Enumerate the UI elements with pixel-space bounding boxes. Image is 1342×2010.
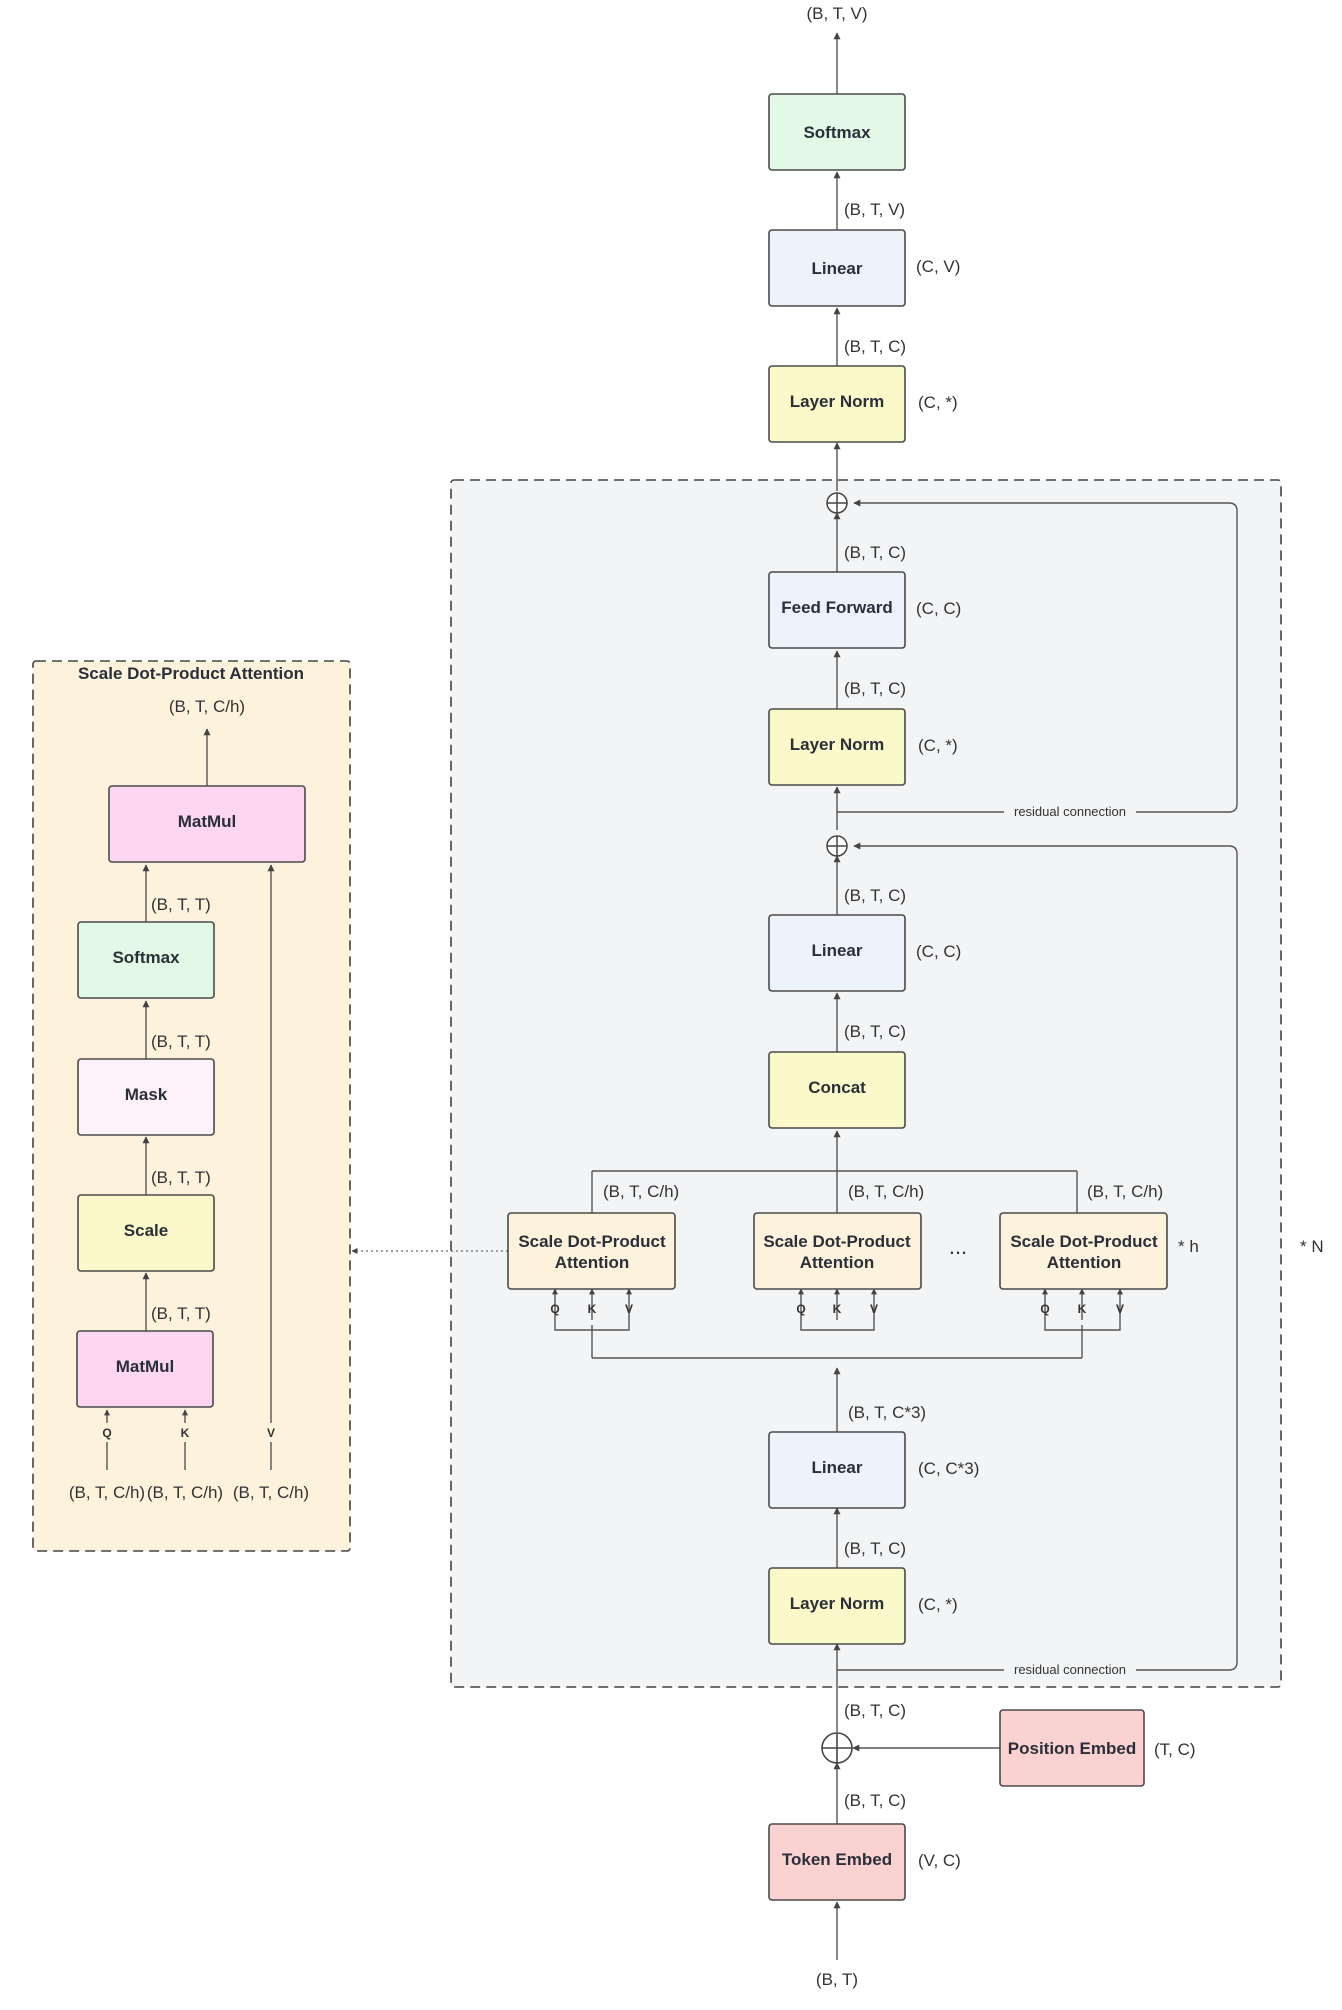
- layer-norm-1-label: Layer Norm: [790, 1594, 884, 1613]
- attention-output-dim: (B, T, C/h): [169, 697, 245, 716]
- feed-forward-param: (C, C): [916, 599, 961, 618]
- layer-norm-2-output-dim: (B, T, C): [844, 679, 906, 698]
- attention-input-v-dim: (B, T, C/h): [233, 1483, 309, 1502]
- attention-head-2-label-line1: Scale Dot-Product: [763, 1232, 911, 1251]
- attention-head-2-box: [753, 1212, 922, 1290]
- qkv-linear-box: [768, 1431, 906, 1509]
- token-embed-output-dim: (B, T, C): [844, 1791, 906, 1810]
- attention-panel-title: Scale Dot-Product Attention: [78, 664, 304, 683]
- layer-norm-1-output-dim: (B, T, C): [844, 1539, 906, 1558]
- head-1-port-q: Q: [550, 1302, 559, 1316]
- softmax-box: [768, 93, 906, 171]
- head-1-output-dim: (B, T, C/h): [603, 1182, 679, 1201]
- final-layer-norm-param: (C, *): [918, 393, 958, 412]
- residual-connection-label-1: residual connection: [1014, 1662, 1126, 1677]
- linear-output-param: (C, V): [916, 257, 960, 276]
- attention-port-v: V: [267, 1426, 275, 1440]
- attention-port-k: K: [181, 1426, 190, 1440]
- add-node-residual-2: [826, 492, 848, 514]
- projection-output-dim: (B, T, C): [844, 886, 906, 905]
- final-layer-norm-label: Layer Norm: [790, 392, 884, 411]
- sum-output-dim: (B, T, C): [844, 1701, 906, 1720]
- output-dim-label: (B, T, V): [806, 4, 867, 23]
- linear-output-label: Linear: [811, 259, 862, 278]
- position-embed-param: (T, C): [1154, 1740, 1196, 1759]
- feed-forward-output-dim: (B, T, C): [844, 543, 906, 562]
- attention-scale-box: [77, 1194, 215, 1272]
- attention-matmul-in-box: [76, 1330, 214, 1408]
- attention-softmax-output-dim: (B, T, T): [151, 895, 211, 914]
- attention-scale-output-dim: (B, T, T): [151, 1168, 211, 1187]
- layer-norm-1-box: [768, 1567, 906, 1645]
- add-node-residual-1: [826, 835, 848, 857]
- attention-matmul-out-box: [108, 785, 306, 863]
- heads-ellipsis: ...: [949, 1234, 967, 1259]
- qkv-param: (C, C*3): [918, 1459, 979, 1478]
- concat-box: [768, 1051, 906, 1129]
- position-embed-label: Position Embed: [1008, 1739, 1136, 1758]
- head-3-port-q: Q: [1040, 1302, 1049, 1316]
- projection-linear-box: [768, 914, 906, 992]
- linear-output-box: [768, 229, 906, 307]
- layer-norm-2-param: (C, *): [918, 736, 958, 755]
- token-embed-param: (V, C): [918, 1851, 961, 1870]
- qkv-linear-label: Linear: [811, 1458, 862, 1477]
- attention-head-2-label-line2: Attention: [800, 1253, 875, 1272]
- token-embed-box: [768, 1823, 906, 1901]
- softmax-label: Softmax: [803, 123, 871, 142]
- attention-head-3-box: [999, 1212, 1168, 1290]
- attention-head-3-label-line1: Scale Dot-Product: [1010, 1232, 1158, 1251]
- attention-head-1-box: [507, 1212, 676, 1290]
- concat-label: Concat: [808, 1078, 866, 1097]
- softmax-input-dim: (B, T, V): [844, 200, 905, 219]
- block-repeat-label: * N: [1300, 1237, 1324, 1256]
- attention-head-3-label-line2: Attention: [1047, 1253, 1122, 1272]
- layer-norm-2-label: Layer Norm: [790, 735, 884, 754]
- head-1-port-v: V: [625, 1302, 633, 1316]
- layer-norm-1-param: (C, *): [918, 1595, 958, 1614]
- attention-softmax-label: Softmax: [112, 948, 180, 967]
- token-embed-label: Token Embed: [782, 1850, 892, 1869]
- head-2-port-v: V: [870, 1302, 878, 1316]
- head-1-port-k: K: [588, 1302, 597, 1316]
- residual-connection-label-2: residual connection: [1014, 804, 1126, 819]
- head-3-port-v: V: [1116, 1302, 1124, 1316]
- qkv-output-dim: (B, T, C*3): [848, 1403, 926, 1422]
- attention-matmul-out-label: MatMul: [178, 812, 237, 831]
- head-3-port-k: K: [1078, 1302, 1087, 1316]
- input-dim-label: (B, T): [816, 1970, 858, 1989]
- attention-input-q-dim: (B, T, C/h): [69, 1483, 145, 1502]
- attention-input-k-dim: (B, T, C/h): [147, 1483, 223, 1502]
- position-embed-box: [999, 1709, 1145, 1787]
- layer-norm-2-box: [768, 708, 906, 786]
- concat-output-dim: (B, T, C): [844, 1022, 906, 1041]
- heads-count-label: * h: [1178, 1237, 1199, 1256]
- attention-softmax-box: [77, 921, 215, 999]
- attention-head-1-label-line2: Attention: [555, 1253, 630, 1272]
- attention-head-1-label-line1: Scale Dot-Product: [518, 1232, 666, 1251]
- attention-detail-connectors: [104, 728, 275, 1470]
- attention-matmul-in-label: MatMul: [116, 1357, 175, 1376]
- head-2-port-k: K: [833, 1302, 842, 1316]
- head-3-output-dim: (B, T, C/h): [1087, 1182, 1163, 1201]
- attention-mask-label: Mask: [125, 1085, 168, 1104]
- attention-mask-box: [77, 1058, 215, 1136]
- feed-forward-label: Feed Forward: [781, 598, 892, 617]
- main-connectors: [351, 32, 1238, 1960]
- add-node-embed: [821, 1732, 853, 1764]
- final-layer-norm-box: [768, 365, 906, 443]
- attention-port-q: Q: [102, 1426, 111, 1440]
- attention-matmul-in-output-dim: (B, T, T): [151, 1304, 211, 1323]
- head-2-port-q: Q: [796, 1302, 805, 1316]
- projection-linear-label: Linear: [811, 941, 862, 960]
- attention-scale-label: Scale: [124, 1221, 168, 1240]
- head-2-output-dim: (B, T, C/h): [848, 1182, 924, 1201]
- projection-param: (C, C): [916, 942, 961, 961]
- feed-forward-box: [768, 571, 906, 649]
- attention-mask-output-dim: (B, T, T): [151, 1032, 211, 1051]
- linear-input-dim: (B, T, C): [844, 337, 906, 356]
